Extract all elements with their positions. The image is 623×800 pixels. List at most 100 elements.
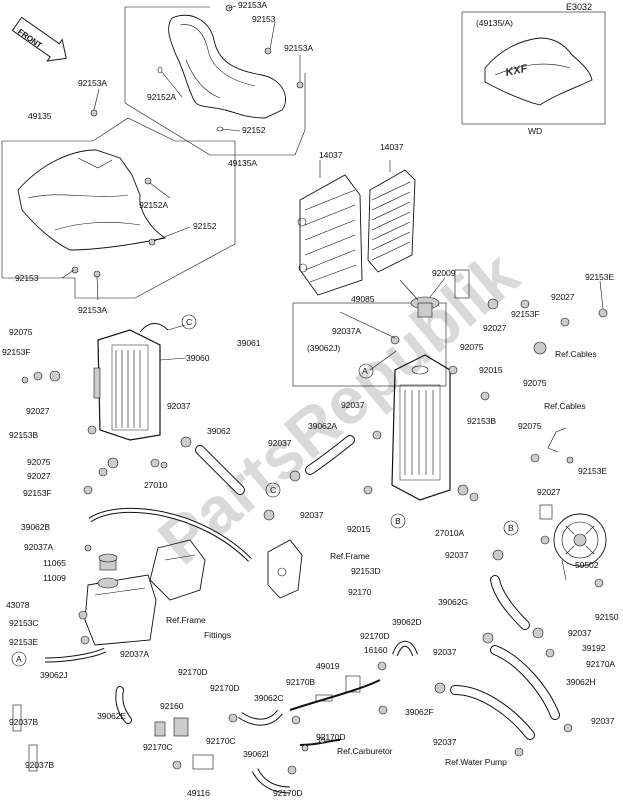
label-39062I: 39062I — [243, 749, 269, 759]
label-92037: 92037 — [167, 401, 191, 411]
label-49135: 49135 — [28, 111, 52, 121]
label-92170D: 92170D — [316, 732, 346, 742]
label-11065: 11065 — [43, 558, 66, 568]
label-92152A: 92152A — [139, 200, 169, 210]
label-ref-cables: Ref.Cables — [544, 401, 586, 411]
label-92037B: 92037B — [25, 760, 55, 770]
small-parts — [12, 298, 608, 775]
label-92153C: 92153C — [9, 618, 39, 628]
label-ref-frame: Ref.Frame — [166, 615, 206, 625]
label-92153A: 92153A — [78, 305, 108, 315]
label-92075: 92075 — [9, 327, 33, 337]
label-39061: 39061 — [237, 338, 261, 348]
diagram-code: E3032 — [566, 2, 593, 12]
label-16160: 16160 — [364, 645, 388, 655]
label-92037: 92037 — [568, 628, 592, 638]
label-39062B: 39062B — [21, 522, 51, 532]
label-11009: 11009 — [43, 573, 66, 583]
label-92037: 92037 — [445, 550, 469, 560]
label-39062D: 39062D — [392, 617, 422, 627]
label-92037: 92037 — [300, 510, 324, 520]
label-92170D: 92170D — [360, 631, 390, 641]
label-92015: 92015 — [479, 365, 503, 375]
label-92153A: 92153A — [238, 0, 268, 10]
hoses — [44, 435, 560, 794]
label-92037A: 92037A — [332, 326, 362, 336]
callout-b-mid: B — [395, 516, 401, 526]
callout-c-top: C — [186, 317, 193, 327]
label-92153: 92153 — [252, 14, 276, 24]
label-92027: 92027 — [27, 471, 51, 481]
label-92170A: 92170A — [586, 659, 616, 669]
label-92170C: 92170C — [143, 742, 173, 752]
label-92009: 92009 — [432, 268, 456, 278]
label-92037A: 92037A — [120, 649, 150, 659]
label-92153E: 92153E — [585, 272, 615, 282]
label-92160: 92160 — [160, 701, 184, 711]
inset-ref: (49135/A) — [476, 18, 513, 28]
label-92037: 92037 — [341, 400, 365, 410]
label-92153D: 92153D — [351, 566, 381, 576]
frame-bracket — [267, 539, 303, 599]
label-92153F: 92153F — [2, 347, 31, 357]
label-fittings: Fittings — [204, 630, 231, 640]
label-92152: 92152 — [242, 125, 266, 135]
label-39062J: 39062J — [40, 670, 68, 680]
leader-lines — [61, 5, 604, 371]
label-92152: 92152 — [193, 221, 217, 231]
label-92153A: 92153A — [78, 78, 108, 88]
label-92170D: 92170D — [210, 683, 240, 693]
label-92170C: 92170C — [206, 736, 236, 746]
left-shroud-group — [1, 109, 236, 299]
label-92153E: 92153E — [9, 637, 39, 647]
label-92037: 92037 — [591, 716, 615, 726]
label-39062F: 39062F — [405, 707, 434, 717]
shroud-bracket-group — [124, 4, 306, 156]
reservoir-bracket — [149, 539, 206, 601]
callout-c-mid: C — [270, 485, 277, 495]
label-39192: 39192 — [582, 643, 606, 653]
label-92153A: 92153A — [284, 43, 314, 53]
callout-b-right: B — [508, 523, 514, 533]
reservoir-tank — [84, 553, 157, 646]
label-49019: 49019 — [316, 661, 340, 671]
front-arrow-icon — [11, 16, 67, 62]
label-39062A: 39062A — [308, 421, 338, 431]
callout-circles — [11, 314, 519, 667]
label-92037: 92037 — [268, 438, 292, 448]
label-39062: 39062 — [207, 426, 231, 436]
inset-shroud-drawing: KXF — [461, 11, 606, 125]
label-ref-carburetor: Ref.Carburetor — [337, 746, 393, 756]
label-43078: 43078 — [6, 600, 30, 610]
label-92027: 92027 — [537, 487, 561, 497]
label-39062E: 39062E — [97, 711, 127, 721]
callout-a-right: A — [362, 366, 368, 376]
label-14037: 14037 — [380, 142, 404, 152]
left-radiator — [93, 323, 169, 441]
label-92170: 92170 — [348, 587, 372, 597]
inset-variant: WD — [528, 126, 543, 136]
label-92153B: 92153B — [467, 416, 497, 426]
cooling-fan — [539, 504, 607, 567]
label-92152A: 92152A — [147, 92, 177, 102]
label-49116: 49116 — [187, 788, 210, 798]
label-92027: 92027 — [26, 406, 50, 416]
label-92027: 92027 — [551, 292, 575, 302]
label-92153F: 92153F — [511, 309, 540, 319]
label-92150: 92150 — [595, 612, 619, 622]
label-92037A: 92037A — [24, 542, 54, 552]
label-59502: 59502 — [575, 560, 599, 570]
label-92170B: 92170B — [286, 677, 316, 687]
label-92015: 92015 — [347, 524, 371, 534]
label-92027: 92027 — [483, 323, 507, 333]
radiator-louvers — [297, 169, 470, 299]
label-ref-cables: Ref.Cables — [555, 349, 597, 359]
label-27010A: 27010A — [435, 528, 465, 538]
label-92170D: 92170D — [178, 667, 208, 677]
svg-text:KXF: KXF — [504, 63, 528, 79]
label-92170D: 92170D — [273, 788, 303, 798]
label-92075: 92075 — [460, 342, 484, 352]
callout-a-left: A — [16, 654, 22, 664]
